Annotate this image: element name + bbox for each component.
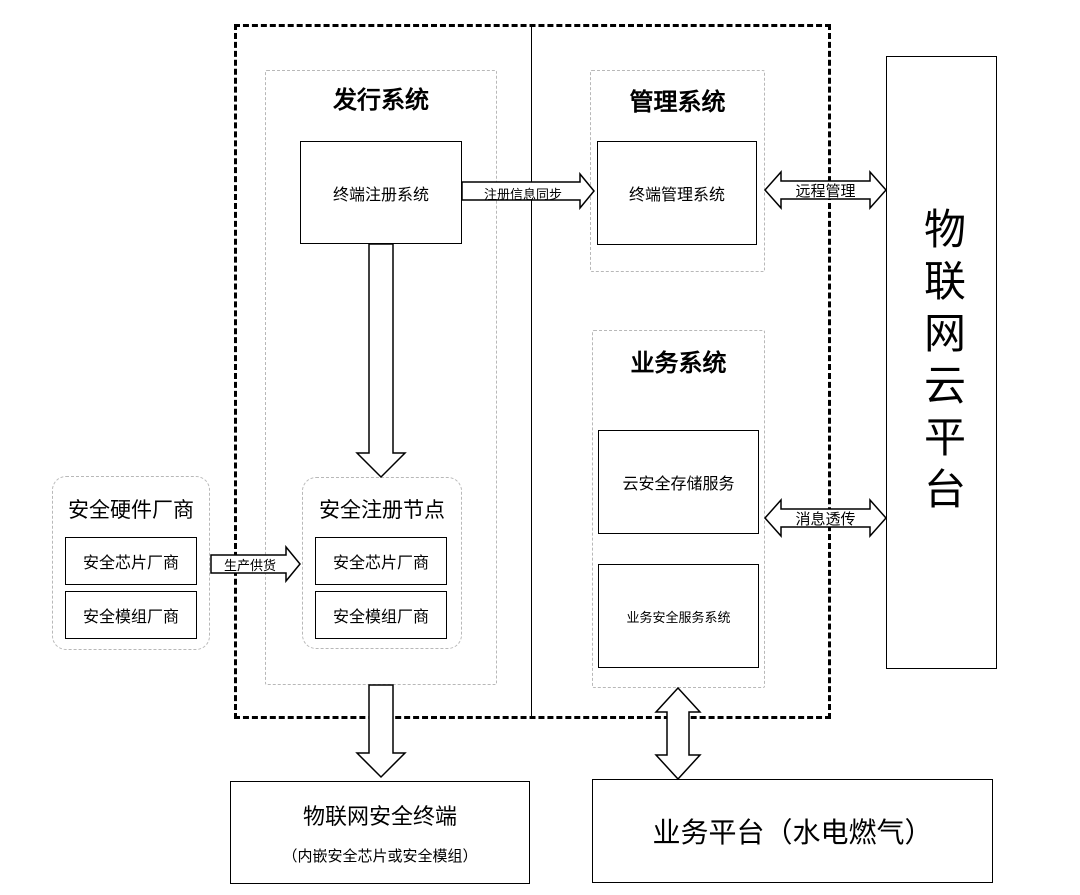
registration-sync-arrow bbox=[461, 171, 595, 211]
node-chip-label: 安全芯片厂商 bbox=[332, 553, 429, 572]
business-platform-box: 业务平台（水电燃气） bbox=[592, 779, 993, 883]
remote-management-arrow bbox=[763, 170, 888, 210]
registration-down-arrow bbox=[355, 243, 407, 479]
business-platform-label: 业务平台（水电燃气） bbox=[652, 816, 933, 849]
iot-terminal-box: 物联网安全终端 （内嵌安全芯片或安全模组） bbox=[230, 781, 530, 884]
hw-vendor-module-label: 安全模组厂商 bbox=[82, 607, 179, 626]
security-registration-node-title: 安全注册节点 bbox=[319, 498, 445, 522]
terminal-down-arrow bbox=[355, 684, 407, 779]
business-system-title: 业务系统 bbox=[630, 349, 727, 377]
management-system-frame bbox=[590, 70, 765, 272]
business-platform-arrow bbox=[654, 686, 702, 781]
remote-management-label: 远程管理 bbox=[795, 182, 856, 200]
terminal-management-box: 终端管理系统 bbox=[597, 141, 757, 245]
hardware-vendors-frame bbox=[52, 476, 210, 650]
cloud-storage-label: 云安全存储服务 bbox=[622, 474, 735, 493]
iot-terminal-subtitle: （内嵌安全芯片或安全模组） bbox=[282, 847, 478, 865]
hw-vendor-chip-label: 安全芯片厂商 bbox=[82, 553, 179, 572]
production-supply-arrow bbox=[210, 544, 301, 584]
iot-cloud-box: 物联网云平台 bbox=[886, 56, 997, 669]
business-security-label: 业务安全服务系统 bbox=[626, 610, 731, 626]
iot-terminal-title: 物联网安全终端 bbox=[302, 805, 457, 830]
management-system-title: 管理系统 bbox=[629, 88, 726, 116]
terminal-registration-label: 终端注册系统 bbox=[332, 184, 429, 204]
security-registration-node-frame bbox=[302, 477, 462, 649]
iot-cloud-label: 物联网云平台 bbox=[917, 206, 967, 519]
hw-vendor-module-box: 安全模组厂商 bbox=[65, 591, 197, 639]
production-supply-label: 生产供货 bbox=[223, 559, 276, 574]
hw-vendor-chip-box: 安全芯片厂商 bbox=[65, 537, 197, 585]
node-module-box: 安全模组厂商 bbox=[315, 591, 447, 639]
message-passthrough-arrow bbox=[763, 498, 888, 538]
terminal-registration-box: 终端注册系统 bbox=[300, 141, 462, 244]
issuance-system-title: 发行系统 bbox=[333, 86, 429, 114]
registration-sync-label: 注册信息同步 bbox=[483, 188, 562, 203]
node-chip-box: 安全芯片厂商 bbox=[315, 537, 447, 585]
message-passthrough-label: 消息透传 bbox=[795, 510, 856, 528]
hardware-vendors-title: 安全硬件厂商 bbox=[68, 498, 194, 522]
terminal-management-label: 终端管理系统 bbox=[628, 185, 725, 204]
node-module-label: 安全模组厂商 bbox=[332, 607, 429, 626]
cloud-storage-box: 云安全存储服务 bbox=[598, 430, 759, 534]
core-platform-frame bbox=[234, 24, 831, 719]
core-platform-divider bbox=[531, 24, 532, 719]
business-security-box: 业务安全服务系统 bbox=[598, 564, 759, 668]
